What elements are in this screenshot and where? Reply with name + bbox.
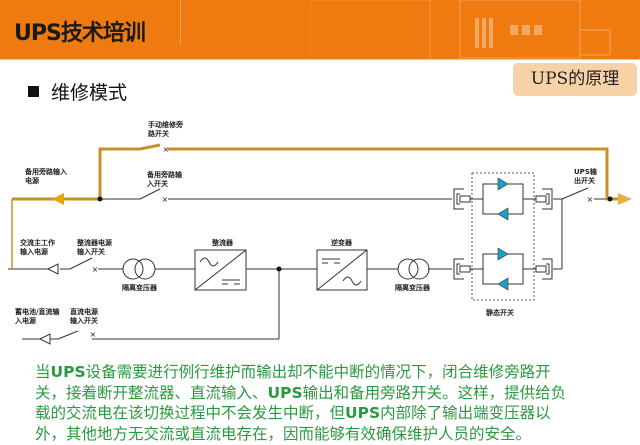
label-battery-input: 蓄电池/直流输 (15, 307, 61, 316)
label-inverter: 逆变器 (331, 238, 353, 247)
label-dc-input-switch: 直流电源 (70, 307, 98, 316)
header-divider (180, 0, 181, 45)
label-isolation-transformer-1: 隔离变压器 (122, 283, 158, 292)
output-arrow-icon (618, 193, 632, 205)
active-maintenance-path (12, 143, 625, 201)
label-bypass-input-source-2: 电源 (25, 176, 39, 185)
input-arrow-icon (52, 193, 64, 205)
label-rectifier-input-switch-2: 输入开关 (77, 247, 105, 256)
static-switch-box (471, 172, 535, 301)
header-title: UPS技术培训 (14, 21, 146, 46)
label-dc-input-switch-2: 输入开关 (70, 316, 98, 325)
label-rectifier-input-switch: 整流器电源 (76, 238, 112, 247)
svg-text:×: × (162, 195, 169, 204)
ac-input-terminal-icon (46, 263, 59, 275)
isolation-transformer-2-icon (397, 258, 430, 280)
ups-output-switch-blade (561, 187, 589, 200)
description-paragraph: 当UPS设备需要进行例行维护而输出却不能中断的情况下，闭合维修旁路开关，接着断开… (35, 363, 567, 443)
label-bypass-input-switch-2: 入开关 (146, 179, 168, 188)
section-title-text: 维修模式 (51, 82, 128, 104)
label-bypass-input-source: 备用旁路输入 (24, 167, 67, 176)
label-ups-output-switch-2: 出开关 (574, 176, 595, 185)
bullet-square-icon (28, 86, 39, 97)
svg-text:×: × (90, 330, 97, 339)
bypass-switch-blade (139, 188, 161, 200)
label-manual-bypass-switch-2: 路开关 (148, 129, 169, 138)
topic-tag: UPS的原理 (513, 63, 637, 96)
isolation-transformer-1-icon (122, 258, 156, 280)
label-isolation-transformer-2: 隔离变压器 (395, 283, 431, 292)
dc-input-terminal-icon (38, 333, 51, 345)
label-ac-main-input-2: 输入电源 (20, 247, 48, 256)
rectifier-input-switch-blade (69, 257, 93, 270)
label-static-switch: 静态开关 (486, 308, 514, 317)
label-manual-bypass-switch: 手动维修旁 (148, 120, 183, 129)
rectifier-icon (194, 249, 247, 291)
section-title: 维修模式 (28, 78, 127, 105)
label-bypass-input-switch: 备用旁路输 (146, 170, 183, 179)
svg-text:×: × (92, 265, 99, 274)
ups-cabinet-illustration (310, 0, 611, 59)
svg-text:×: × (163, 145, 170, 154)
svg-text:×: × (587, 195, 594, 204)
label-ac-main-input: 交流主工作 (20, 238, 55, 247)
inverter-icon (316, 249, 368, 291)
label-rectifier: 整流器 (211, 238, 234, 247)
label-battery-input-2: 入电源 (14, 316, 36, 325)
thyristor-icons (497, 177, 509, 291)
label-ups-output-switch: UPS输 (574, 167, 598, 176)
header-bar: UPS技术培训 (0, 0, 640, 60)
